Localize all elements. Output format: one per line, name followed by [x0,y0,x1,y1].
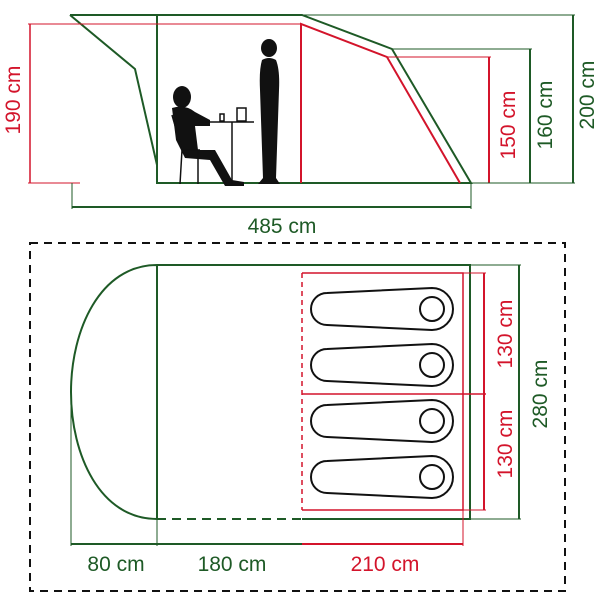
outer-tent-outline [70,14,473,184]
standing-person-icon [258,39,280,184]
label-130-a: 130 cm [494,300,517,369]
label-80: 80 cm [87,553,144,576]
side-view [28,14,575,209]
label-180: 180 cm [198,553,267,576]
porch-outline [69,263,158,521]
chair-icon [171,114,200,185]
bedroom-outline [302,272,464,511]
label-130-b: 130 cm [494,410,517,479]
inner-tent-outline [300,22,461,184]
label-485: 485 cm [248,215,317,238]
awning-outline [69,14,158,166]
sleeping-bag-icon [310,286,454,332]
sleeping-bag-icon [310,398,454,444]
table-icon [205,107,254,184]
seated-person-icon [172,86,244,186]
footprint-border [29,242,566,592]
sleeping-bags [310,286,454,500]
sleeping-bag-icon [310,454,454,500]
floor-plan [69,263,521,546]
label-150: 150 cm [497,91,520,160]
label-200: 200 cm [576,61,599,130]
label-190: 190 cm [2,66,25,135]
label-160: 160 cm [534,81,557,150]
sleeping-bag-icon [310,342,454,388]
tent-floor-outline [157,264,471,520]
label-210: 210 cm [351,553,420,576]
label-280: 280 cm [529,360,552,429]
